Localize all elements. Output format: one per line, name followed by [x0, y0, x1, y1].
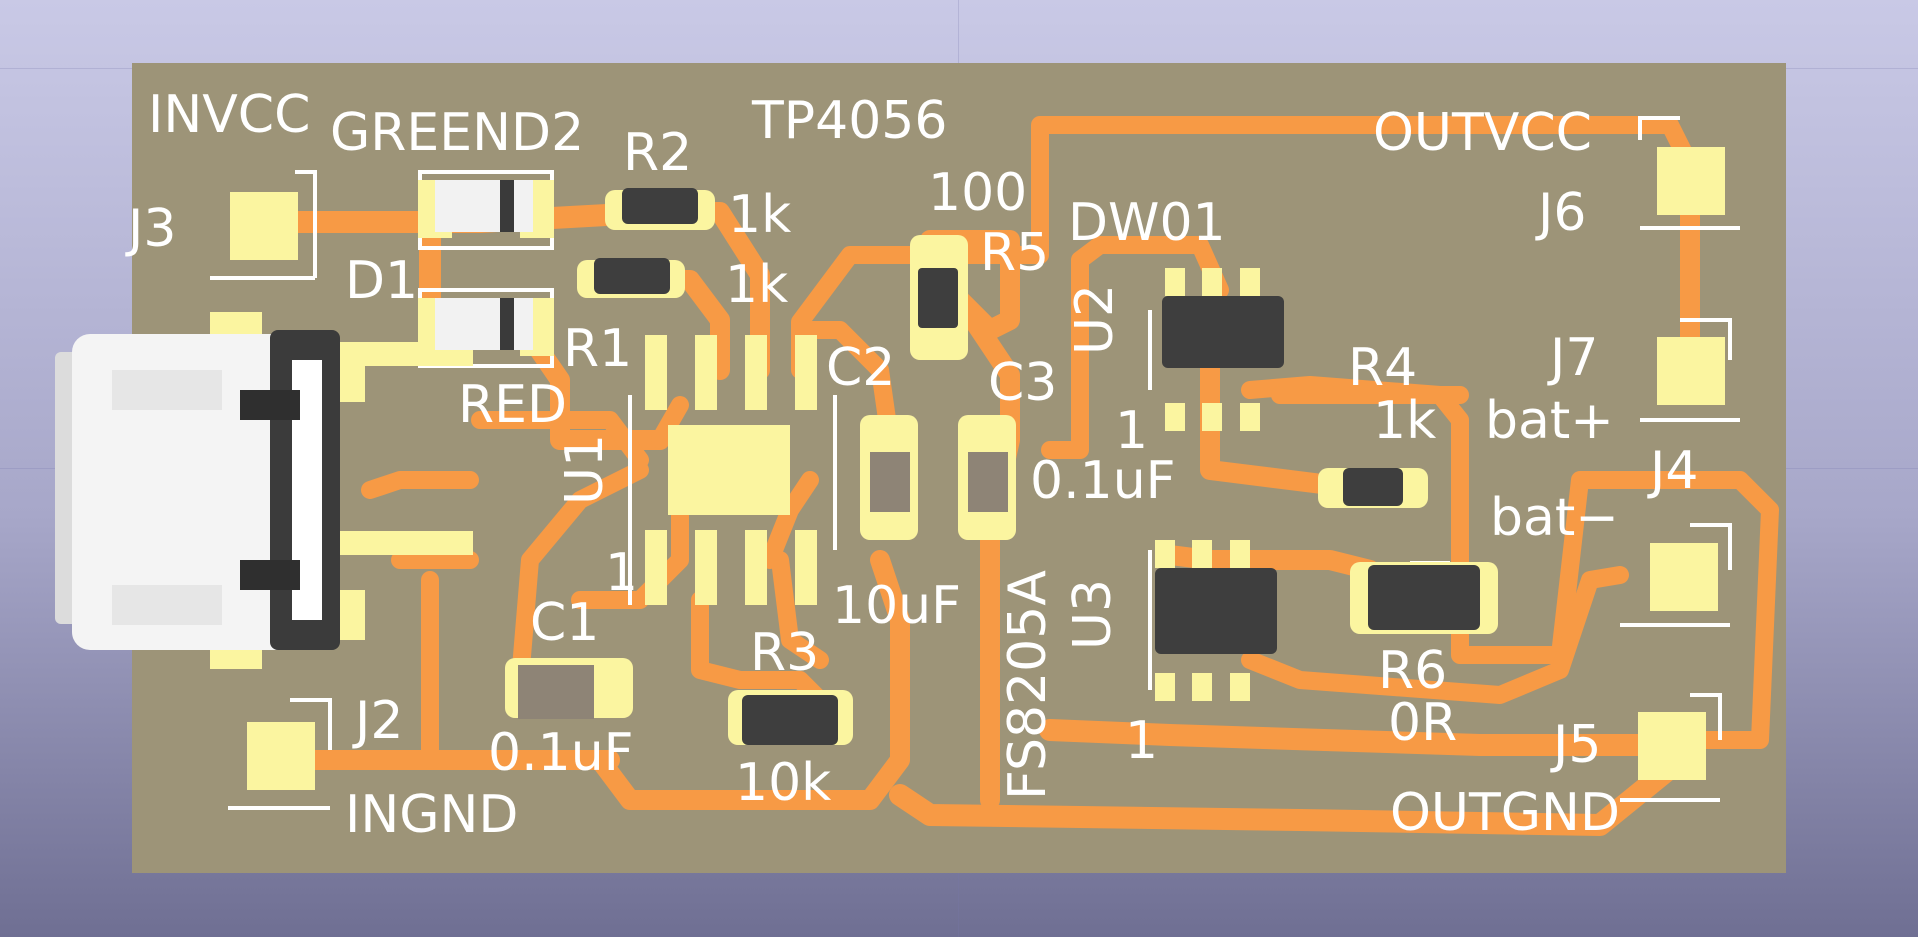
label-c2-value: 10uF: [832, 576, 961, 636]
label-r2: R2: [623, 123, 692, 183]
capacitor-c1-body: [518, 665, 594, 719]
label-outvcc: OUTVCC: [1373, 103, 1592, 163]
label-tp4056: TP4056: [751, 91, 947, 151]
label-u1-pin1: 1: [605, 543, 638, 603]
resistor-r6-body: [1368, 565, 1480, 630]
label-u3-pin1: 1: [1125, 711, 1158, 771]
label-j2: J2: [352, 691, 403, 751]
label-c3: C3: [988, 353, 1057, 413]
micro-usb-connector: [55, 330, 340, 650]
label-c2: C2: [826, 338, 895, 398]
resistor-r1-body: [594, 258, 670, 294]
label-c1: C1: [530, 593, 599, 653]
pad-j5: [1638, 712, 1706, 780]
label-u2: U2: [1065, 284, 1125, 355]
label-ingnd: INGND: [345, 785, 518, 845]
resistor-r5-body: [918, 268, 958, 328]
label-r1: R1: [563, 319, 632, 379]
label-r5: R5: [980, 223, 1049, 283]
led-red-body: [435, 298, 533, 350]
pad-j6: [1657, 147, 1725, 215]
ic-u2-body: [1162, 296, 1284, 368]
label-outgnd: OUTGND: [1390, 783, 1620, 843]
resistor-r2-body: [622, 188, 698, 224]
label-u1: U1: [555, 434, 615, 505]
label-u2-pin1: 1: [1115, 401, 1148, 461]
ic-u3-body: [1155, 568, 1277, 654]
label-c1-value: 0.1uF: [488, 723, 634, 783]
label-c3-value: 0.1uF: [1030, 451, 1176, 511]
label-r6-value: 0R: [1388, 693, 1457, 753]
label-r5-value: 100: [928, 163, 1027, 223]
label-j4: J4: [1647, 441, 1698, 501]
capacitor-c2-body: [870, 452, 910, 512]
led-green-body: [435, 180, 533, 232]
label-batp: bat+: [1485, 391, 1614, 451]
pad-j7: [1657, 337, 1725, 405]
label-dw01: DW01: [1068, 193, 1226, 253]
label-d1: D1: [345, 251, 418, 311]
pad-j4: [1650, 543, 1718, 611]
label-fs8205a: FS8205A: [998, 570, 1058, 800]
resistor-r3-body: [742, 695, 838, 745]
pad-u1-thermal: [668, 425, 790, 515]
label-j3: J3: [125, 199, 176, 259]
label-r4-value: 1k: [1373, 391, 1436, 451]
label-r3: R3: [750, 623, 819, 683]
label-j7: J7: [1547, 328, 1598, 388]
pad-j2: [247, 722, 315, 790]
pad-j3: [230, 192, 298, 260]
label-r3-value: 10k: [735, 753, 831, 813]
resistor-r4-body: [1343, 468, 1403, 506]
label-r6: R6: [1378, 641, 1447, 701]
capacitor-c3-body: [968, 452, 1008, 512]
label-batm: bat−: [1490, 488, 1619, 548]
label-invcc: INVCC: [148, 85, 310, 145]
silkscreen-labels: INVCC J3 GREEND2 D1 RED R2 1k R1 1k TP40…: [125, 85, 1698, 845]
label-r1-value: 1k: [725, 255, 788, 315]
label-j6: J6: [1535, 183, 1586, 243]
label-red: RED: [458, 375, 567, 435]
label-r2-value: 1k: [728, 185, 791, 245]
label-u3: U3: [1063, 579, 1123, 650]
label-greend2: GREEND2: [330, 103, 584, 163]
label-j5: J5: [1550, 715, 1601, 775]
component-bodies: [435, 180, 1480, 745]
label-r4: R4: [1348, 338, 1417, 398]
